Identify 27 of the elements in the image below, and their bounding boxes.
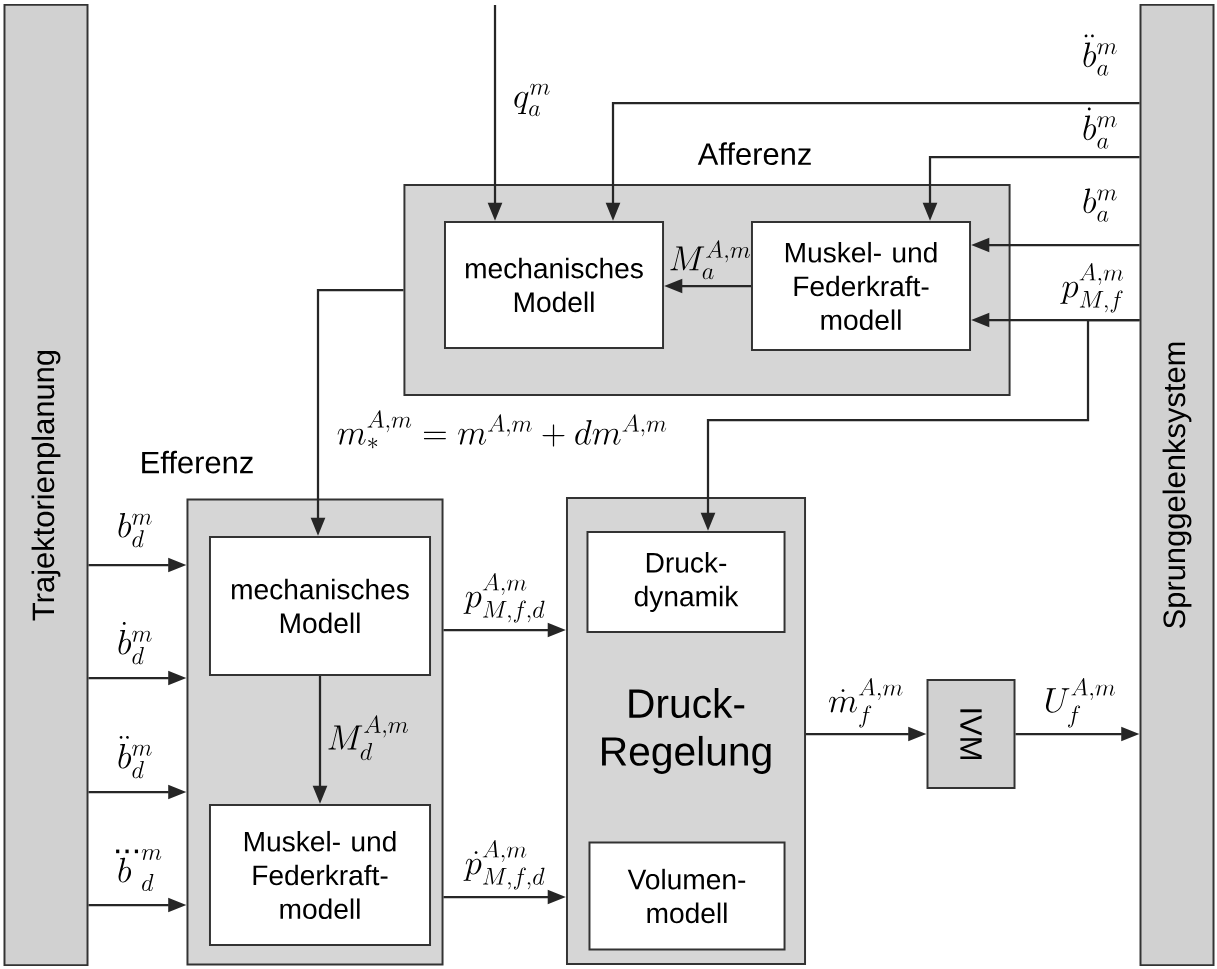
edge-label: $p_{M,f}^{A,m}$: [1060, 263, 1124, 313]
equation: $m_*^{A,m}=m^{A,m}+dm^{A,m}$: [337, 410, 667, 449]
edge-label: $\dddot{b}_d^{m}$: [116, 848, 162, 892]
edge-label: $\dot{b}_d^{m}$: [118, 622, 152, 665]
process-box: Muskel- und Federkraft- modell: [209, 804, 432, 946]
edge-label: $\ddot{b}_d^{m}$: [118, 736, 152, 779]
edge-label: $b_d^{m}$: [118, 513, 152, 548]
side-band: Trajektorienplanung: [3, 3, 89, 967]
process-box: IVM: [926, 679, 1016, 789]
edge-label: $p_{M,f,d}^{A,m}$: [463, 573, 545, 623]
process-box: mechanisches Modell: [209, 536, 432, 676]
process-box: Druck- dynamik: [586, 531, 786, 633]
process-box: Muskel- und Federkraft- modell: [751, 221, 972, 351]
edge-label: $b_a^{m}$: [1083, 188, 1117, 222]
edge-label: $\dot{m}_f^{A,m}$: [829, 678, 903, 728]
node-label: Efferenz: [142, 450, 253, 474]
edge-label: $M_d^{A,m}$: [328, 715, 408, 761]
edge-label: $\dot{b}_a^{m}$: [1083, 107, 1117, 149]
edge-label: $\ddot{b}_a^{m}$: [1083, 34, 1117, 76]
edge-label: $q_a^{m}$: [514, 83, 550, 117]
process-box: mechanisches Modell: [444, 221, 664, 349]
side-band: Sprunggelenksystem: [1139, 3, 1215, 967]
edge-label: $U_f^{A,m}$: [1045, 678, 1115, 728]
node-label: Afferenz: [697, 142, 811, 166]
edge-label: $\dot{p}_{M,f,d}^{A,m}$: [463, 840, 545, 890]
edge-label: $M_a^{A,m}$: [670, 240, 750, 280]
process-box: Volumen- modell: [588, 841, 786, 951]
